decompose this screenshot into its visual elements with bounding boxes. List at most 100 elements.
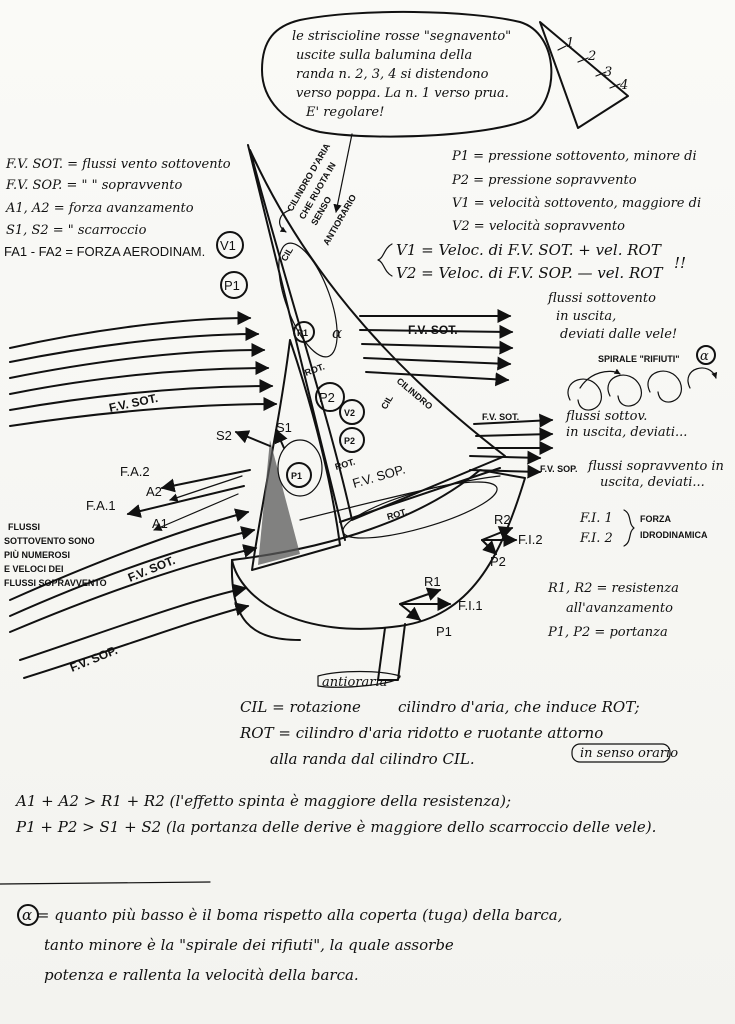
bubble-pointer-arrow (333, 133, 353, 213)
flussi-sottovento-1: flussi sottovento (547, 291, 656, 306)
formula-marks: !! (674, 254, 686, 272)
boom (339, 467, 501, 523)
legend-left-2: F.V. SOP. = " " sopravvento (5, 178, 182, 193)
idro-fi1: F.I. 1 (579, 511, 613, 526)
bubble-line-5: E' regolare! (305, 105, 384, 120)
a2-label: A2 (146, 484, 162, 499)
left-note-5: FLUSSI SOPRAVVENTO (4, 578, 107, 588)
p1-lower-label: P1 (436, 624, 452, 639)
resist-line-3: P1, P2 = portanza (547, 625, 668, 640)
idro-fi2: F.I. 2 (579, 531, 613, 546)
legend-right: P1 = pressione sottovento, minore di P2 … (377, 149, 701, 282)
rot-ellipse-boom (342, 481, 498, 539)
fv-sot-right: F.V. SOT. (408, 323, 458, 337)
tell-number-3: 3 (604, 65, 612, 80)
r1-label: R1 (424, 574, 441, 589)
cil-label-2: CIL (379, 393, 395, 411)
legend-left-3: A1, A2 = forza avanzamento (5, 201, 194, 216)
def-rot-box: in senso orario (580, 746, 678, 761)
left-note-1: FLUSSI (8, 522, 40, 532)
deck-line (299, 475, 501, 521)
left-note-2: SOTTOVENTO SONO (4, 536, 95, 546)
speech-bubble: le striscioline rosse "segnavento" uscit… (261, 10, 553, 213)
hydrodynamic-legend: F.I. 1 F.I. 2 FORZA IDRODINAMICA (579, 509, 708, 547)
footnote-line-2: tanto minore è la "spirale dei rifiuti",… (44, 936, 454, 954)
circle-v2: V2 (344, 408, 355, 418)
s1-label: S1 (276, 420, 292, 435)
left-note-4: E VELOCI DEI (4, 564, 64, 574)
flussi-sottov-2: in uscita, deviati... (566, 425, 687, 440)
idro-label-1: FORZA (640, 514, 671, 524)
inequality-1: A1 + A2 > R1 + R2 (l'effetto spinta è ma… (14, 792, 511, 810)
inequality-2: P1 + P2 > S1 + S2 (la portanza delle der… (15, 818, 656, 836)
legend-right-1: P1 = pressione sottovento, minore di (451, 149, 697, 164)
resist-line-1: R1, R2 = resistenza (547, 581, 679, 596)
hull-bow (230, 559, 301, 641)
circled-labels: V1 P1 P2 V2 P2 P1 P1 (216, 231, 365, 488)
s2-label: S2 (216, 428, 232, 443)
spirale-label: SPIRALE "RIFIUTI" (598, 354, 680, 364)
legend-left-1: F.V. SOT. = flussi vento sottovento (5, 157, 231, 172)
resistance-legend: R1, R2 = resistenza all'avanzamento P1, … (547, 581, 679, 640)
bubble-line-4: verso poppa. La n. 1 verso prua. (296, 86, 509, 101)
legend-left-5: FA1 - FA2 = FORZA AERODINAM. (4, 244, 205, 259)
fa2-label: F.A.2 (120, 464, 150, 479)
idro-label-2: IDRODINAMICA (640, 530, 708, 540)
definitions: antioraria CIL = rotazione cilindro d'ar… (239, 670, 678, 768)
legend-left-4: S1, S2 = " scarroccio (6, 223, 147, 238)
legend-right-4: V2 = velocità sopravvento (452, 219, 625, 234)
resist-line-2: all'avanzamento (566, 601, 673, 616)
p2-lower-label: P2 (490, 554, 506, 569)
hydro-force-vectors: R1 F.I.1 P1 R2 F.I.2 P2 (399, 512, 543, 639)
circle-v1: V1 (220, 238, 236, 253)
cil-superscript: antioraria (322, 675, 387, 690)
cil-label: CIL (279, 245, 295, 263)
hull (231, 469, 526, 630)
fv-sop-lower: F.V. SOP. (68, 643, 120, 675)
alpha-marker-right: α (700, 349, 709, 364)
rot-ellipse-jib (277, 439, 323, 497)
legend-right-3: V1 = velocità sottovento, maggiore di (452, 196, 701, 211)
fv-sot-small: F.V. SOT. (482, 412, 519, 422)
circle-p2: P2 (319, 390, 335, 405)
keel (377, 623, 406, 681)
fi2-label: F.I.2 (518, 532, 543, 547)
tell-number-1: 1 (566, 36, 574, 51)
fa1-label: F.A.1 (86, 498, 116, 513)
a1-label: A1 (152, 516, 168, 531)
legend-left: F.V. SOT. = flussi vento sottovento F.V.… (4, 157, 231, 259)
footnote: α = quanto più basso è il boma rispetto … (17, 904, 562, 984)
circle-p1: P1 (224, 278, 240, 293)
flussi-sottov-1: flussi sottov. (565, 409, 647, 424)
def-rot-2: alla randa dal cilindro CIL. (270, 750, 475, 768)
bubble-line-2: uscite sulla balumina della (296, 48, 472, 63)
def-rot-1: ROT = cilindro d'aria ridotto e ruotante… (239, 724, 603, 742)
fv-sop-on-sail: F.V. SOP. (351, 462, 407, 491)
bubble-line-1: le striscioline rosse "segnavento" (292, 29, 511, 44)
flussi-sopravvento-2: uscita, deviati... (600, 475, 705, 490)
rot-ellipse-top (278, 242, 338, 358)
r2-label: R2 (494, 512, 511, 527)
left-note: FLUSSI SOTTOVENTO SONO PIÙ NUMEROSI E VE… (4, 522, 107, 588)
jib (251, 339, 341, 571)
footnote-line-1: α = quanto più basso è il boma rispetto … (22, 906, 562, 924)
formula-v2: V2 = Veloc. di F.V. SOP. — vel. ROT (396, 264, 664, 282)
bubble-line-3: randa n. 2, 3, 4 si distendono (296, 67, 489, 82)
alpha-on-sail: α (332, 324, 342, 342)
tell-number-4: 4 (619, 78, 628, 93)
circle-p2-lower: P2 (344, 436, 355, 446)
circle-p1-sail: P1 (297, 328, 308, 338)
mast (247, 144, 346, 541)
jib-shadow (258, 440, 300, 565)
circle-p1-jib: P1 (291, 471, 302, 481)
def-cil-pre: CIL = rotazione (240, 698, 361, 716)
flussi-sottovento-2: in uscita, (556, 309, 616, 324)
fi1-label: F.I.1 (458, 598, 483, 613)
divider-line (0, 881, 211, 885)
fv-sop-right: F.V. SOP. (540, 464, 578, 474)
right-flow-labels: flussi sottovento in uscita, deviati dal… (547, 291, 724, 490)
force-vectors: S2 S1 F.A.2 A2 F.A.1 A1 (86, 420, 292, 531)
flussi-sopravvento-1: flussi sopravvento in (587, 459, 724, 474)
